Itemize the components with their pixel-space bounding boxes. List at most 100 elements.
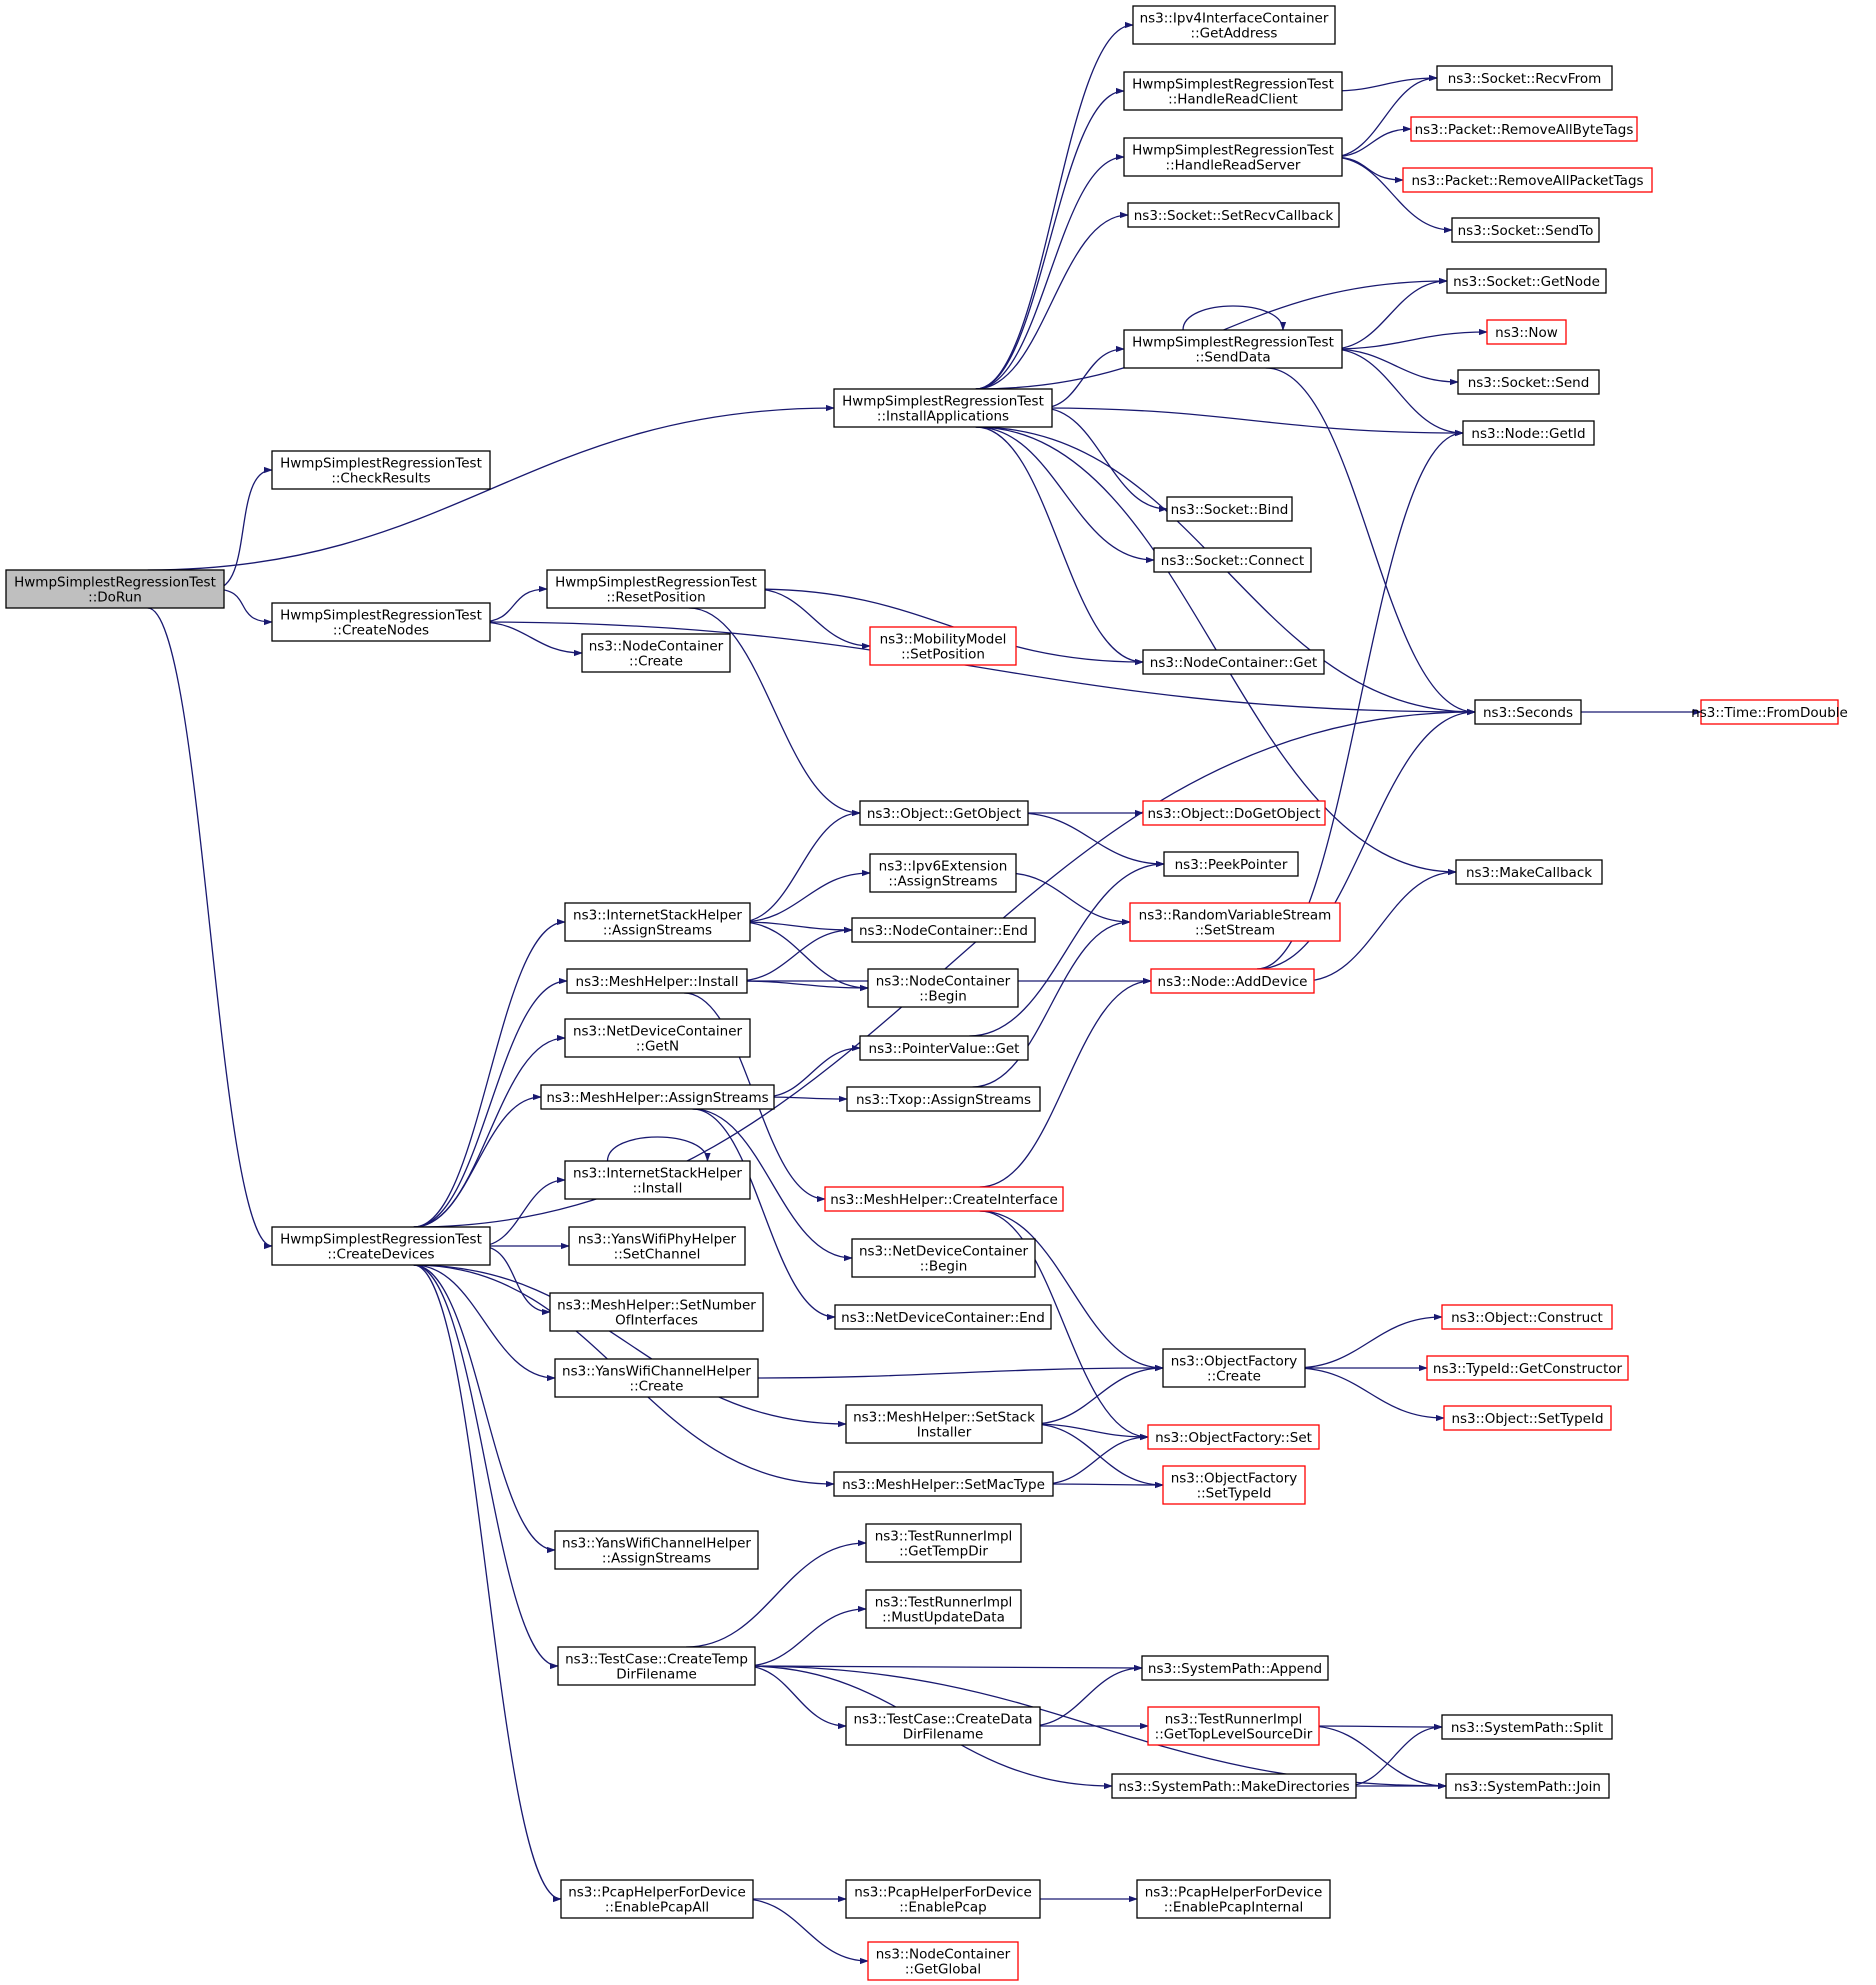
node-sp_makedirs[interactable]: ns3::SystemPath::MakeDirectories [1111, 1773, 1357, 1799]
node-label-line: HwmpSimplestRegressionTest [1132, 143, 1334, 159]
edge-mesh_setstack-to-of_set [1031, 1423, 1149, 1441]
node-removeallbytetags[interactable]: ns3::Packet::RemoveAllByteTags [1410, 116, 1638, 142]
node-ndc_begin[interactable]: ns3::NetDeviceContainer::Begin [851, 1238, 1036, 1278]
node-seconds[interactable]: ns3::Seconds [1474, 699, 1582, 725]
node-object_settypeid[interactable]: ns3::Object::SetTypeId [1443, 1405, 1612, 1431]
edge-line [1331, 348, 1464, 437]
node-installapps[interactable]: HwmpSimplestRegressionTest::InstallAppli… [833, 388, 1053, 428]
node-yanschan_create[interactable]: ns3::YansWifiChannelHelper::Create [554, 1358, 759, 1398]
node-sp_append[interactable]: ns3::SystemPath::Append [1141, 1655, 1329, 1681]
edge-mesh_install-to-nc_end [736, 926, 853, 982]
node-mesh_setmactype[interactable]: ns3::MeshHelper::SetMacType [833, 1471, 1054, 1497]
node-of_create[interactable]: ns3::ObjectFactory::Create [1162, 1348, 1306, 1388]
edge-ish_assign-to-object_getobject [739, 809, 861, 923]
node-checkresults[interactable]: HwmpSimplestRegressionTest::CheckResults [271, 450, 491, 490]
node-sp_join[interactable]: ns3::SystemPath::Join [1445, 1773, 1610, 1799]
node-socket_send[interactable]: ns3::Socket::Send [1457, 369, 1600, 395]
node-object_construct[interactable]: ns3::Object::Construct [1441, 1304, 1613, 1330]
node-nc_getglobal[interactable]: ns3::NodeContainer::GetGlobal [867, 1941, 1019, 1981]
node-nc_get[interactable]: ns3::NodeContainer::Get [1142, 649, 1325, 675]
edge-line [1345, 1723, 1443, 1787]
edge-line [1041, 407, 1168, 513]
node-label-line: ns3::ObjectFactory [1171, 1471, 1298, 1487]
node-socket_connect[interactable]: ns3::Socket::Connect [1153, 547, 1312, 573]
edge-line [747, 1364, 1164, 1379]
node-yanschan_assign[interactable]: ns3::YansWifiChannelHelper::AssignStream… [554, 1530, 759, 1570]
node-pointervalue_get[interactable]: ns3::PointerValue::Get [859, 1035, 1029, 1061]
node-recvfrom[interactable]: ns3::Socket::RecvFrom [1436, 65, 1613, 91]
node-tri_mustupdate[interactable]: ns3::TestRunnerImpl::MustUpdateData [865, 1589, 1022, 1629]
node-typeid_getconstructor[interactable]: ns3::TypeId::GetConstructor [1426, 1355, 1629, 1381]
node-object_dogetobject[interactable]: ns3::Object::DoGetObject [1142, 800, 1326, 826]
node-of_set[interactable]: ns3::ObjectFactory::Set [1147, 1424, 1320, 1450]
node-label-line: ns3::YansWifiChannelHelper [562, 1536, 751, 1552]
node-mesh_createif[interactable]: ns3::MeshHelper::CreateInterface [824, 1186, 1064, 1212]
edge-installapps-to-senddata [1041, 345, 1125, 409]
node-handlereadclient[interactable]: HwmpSimplestRegressionTest::HandleReadCl… [1123, 71, 1343, 111]
node-label-line: ns3::Object::SetTypeId [1451, 1411, 1603, 1427]
node-node_adddevice[interactable]: ns3::Node::AddDevice [1150, 968, 1315, 994]
node-pcap_enableall[interactable]: ns3::PcapHelperForDevice::EnablePcapAll [560, 1879, 754, 1919]
edge-line [479, 585, 548, 623]
node-label-line: ns3::Node::GetId [1471, 426, 1585, 442]
node-box [271, 602, 491, 642]
node-object_getobject[interactable]: ns3::Object::GetObject [859, 800, 1029, 826]
node-socket_bind[interactable]: ns3::Socket::Bind [1166, 496, 1293, 522]
node-mm_setposition[interactable]: ns3::MobilityModel::SetPosition [869, 626, 1017, 666]
node-peekpointer[interactable]: ns3::PeekPointer [1163, 851, 1299, 877]
node-ipv6ext_assign[interactable]: ns3::Ipv6Extension::AssignStreams [869, 853, 1017, 893]
node-pcap_enableinternal[interactable]: ns3::PcapHelperForDevice::EnablePcapInte… [1136, 1879, 1331, 1919]
node-mesh_install[interactable]: ns3::MeshHelper::Install [566, 968, 748, 994]
node-ipv4_getaddress[interactable]: ns3::Ipv4InterfaceContainer::GetAddress [1132, 5, 1336, 45]
node-pcap_enable[interactable]: ns3::PcapHelperForDevice::EnablePcap [845, 1879, 1041, 1919]
node-tri_gettempdir[interactable]: ns3::TestRunnerImpl::GetTempDir [865, 1523, 1022, 1563]
node-ish_install[interactable]: ns3::InternetStackHelper::Install [564, 1160, 751, 1200]
node-socket_getnode[interactable]: ns3::Socket::GetNode [1446, 268, 1607, 294]
node-txop_assign[interactable]: ns3::Txop::AssignStreams [846, 1086, 1041, 1112]
node-removeallpackettags[interactable]: ns3::Packet::RemoveAllPacketTags [1402, 167, 1653, 193]
node-makecallback[interactable]: ns3::MakeCallback [1455, 859, 1603, 885]
node-nc_begin[interactable]: ns3::NodeContainer::Begin [867, 968, 1019, 1008]
node-of_settypeid[interactable]: ns3::ObjectFactory::SetTypeId [1162, 1465, 1306, 1505]
node-nc_end[interactable]: ns3::NodeContainer::End [851, 917, 1036, 943]
node-setrecvcallback[interactable]: ns3::Socket::SetRecvCallback [1127, 202, 1340, 228]
node-box [1111, 1773, 1357, 1799]
node-box [834, 1304, 1052, 1330]
node-label-line: ns3::Packet::RemoveAllByteTags [1415, 122, 1634, 138]
edge-line [1294, 1367, 1445, 1422]
node-senddata[interactable]: HwmpSimplestRegressionTest::SendData [1123, 329, 1343, 369]
node-node_getid[interactable]: ns3::Node::GetId [1462, 420, 1595, 446]
node-mesh_assign[interactable]: ns3::MeshHelper::AssignStreams [540, 1084, 775, 1110]
node-dorun[interactable]: HwmpSimplestRegressionTest::DoRun [5, 569, 225, 609]
node-socket_sendto[interactable]: ns3::Socket::SendTo [1451, 217, 1600, 243]
node-tri_gettoplevel[interactable]: ns3::TestRunnerImpl::GetTopLevelSourceDi… [1147, 1706, 1320, 1746]
node-now[interactable]: ns3::Now [1486, 319, 1567, 345]
node-box [1163, 851, 1299, 877]
node-handlereadserver[interactable]: HwmpSimplestRegressionTest::HandleReadSe… [1123, 137, 1343, 177]
node-label-line: ns3::NodeContainer [589, 639, 724, 655]
node-box [1123, 329, 1343, 369]
node-createdevices[interactable]: HwmpSimplestRegressionTest::CreateDevice… [271, 1226, 491, 1266]
node-ish_assign[interactable]: ns3::InternetStackHelper::AssignStreams [564, 902, 751, 942]
edge-tc_createtemp-to-tc_createdata [744, 1665, 847, 1730]
node-box [867, 968, 1019, 1008]
node-label-line: ns3::MeshHelper::AssignStreams [546, 1090, 768, 1106]
node-nc_create[interactable]: ns3::NodeContainer::Create [581, 633, 731, 673]
edge-senddata-to-senddata [1182, 305, 1287, 331]
node-yansphy_setchannel[interactable]: ns3::YansWifiPhyHelper::SetChannel [568, 1226, 746, 1266]
node-createnodes[interactable]: HwmpSimplestRegressionTest::CreateNodes [271, 602, 491, 642]
node-label-line: ns3::YansWifiPhyHelper [578, 1232, 737, 1248]
node-sp_split[interactable]: ns3::SystemPath::Split [1441, 1714, 1613, 1740]
node-rvs_setstream[interactable]: ns3::RandomVariableStream::SetStream [1129, 902, 1341, 942]
node-ndc_end[interactable]: ns3::NetDeviceContainer::End [834, 1304, 1052, 1330]
node-label-line: ::Install [633, 1181, 683, 1197]
node-label-line: ::SetTypeId [1197, 1486, 1272, 1502]
node-ndc_getn[interactable]: ns3::NetDeviceContainer::GetN [564, 1018, 751, 1058]
node-resetposition[interactable]: HwmpSimplestRegressionTest::ResetPositio… [546, 569, 766, 609]
node-fromdouble[interactable]: ns3::Time::FromDouble [1691, 699, 1848, 725]
